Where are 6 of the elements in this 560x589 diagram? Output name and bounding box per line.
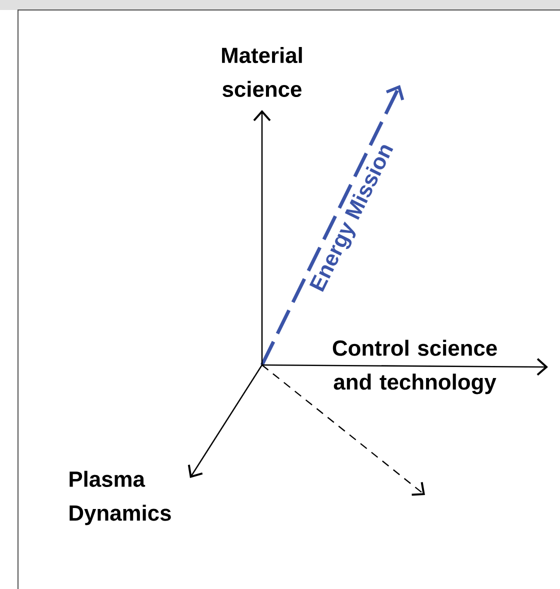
- axis-label: Plasma Dynamics: [70, 470, 171, 526]
- axis-label: Material science: [222, 47, 302, 97]
- arrow: [253, 110, 271, 365]
- arrow: [188, 364, 263, 478]
- arrow: [262, 358, 548, 376]
- axis-label: Control science and technology: [332, 340, 497, 394]
